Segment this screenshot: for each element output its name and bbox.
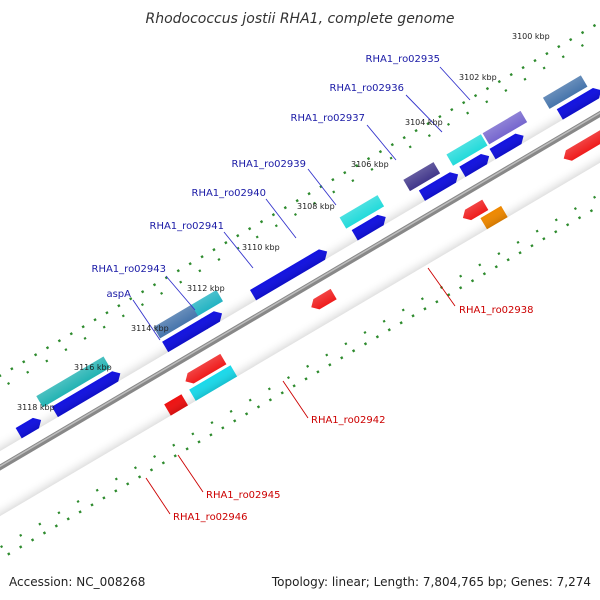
gene-label[interactable]: RHA1_ro02935 (366, 54, 441, 65)
leader-line (223, 231, 254, 269)
tick-label: 3100 kbp (512, 32, 550, 41)
tick-label: 3116 kbp (74, 363, 112, 372)
genome-backbone (0, 11, 600, 524)
gene-label[interactable]: RHA1_ro02943 (92, 264, 167, 275)
feature-shading (0, 0, 600, 510)
gene-label[interactable]: RHA1_ro02937 (291, 113, 366, 124)
gene-labels-top: RHA1_ro02935 RHA1_ro02936 RHA1_ro02937 R… (92, 54, 441, 300)
tick-label: 3108 kbp (297, 202, 335, 211)
leader-line (366, 124, 397, 161)
gene-labels-bottom: RHA1_ro02938 RHA1_ro02942 RHA1_ro02945 R… (173, 305, 534, 523)
tick-label: 3118 kbp (17, 403, 55, 412)
gene-label[interactable]: RHA1_ro02945 (206, 490, 281, 501)
accession-text: Accession: NC_008268 (9, 575, 145, 589)
gene-label[interactable]: RHA1_ro02942 (311, 415, 386, 426)
gene-label[interactable]: RHA1_ro02936 (330, 83, 405, 94)
feature-shading (0, 26, 600, 558)
leader-line (427, 267, 456, 307)
leader-line (177, 454, 204, 493)
tick-label: 3114 kbp (131, 324, 169, 333)
leader-line (265, 198, 297, 239)
leader-line (405, 94, 443, 133)
leader-line (439, 66, 471, 101)
leader-line (145, 477, 171, 515)
tick-label: 3104 kbp (405, 118, 443, 127)
gene-label[interactable]: RHA1_ro02938 (459, 305, 534, 316)
leader-line (132, 299, 161, 341)
tick-label: 3112 kbp (187, 284, 225, 293)
genome-summary-text: Topology: linear; Length: 7,804,765 bp; … (271, 575, 591, 589)
leader-line (307, 168, 337, 206)
gene-label[interactable]: aspA (106, 289, 131, 300)
label-leaders (132, 66, 471, 515)
gene-label[interactable]: RHA1_ro02939 (232, 159, 307, 170)
gene-label[interactable]: RHA1_ro02946 (173, 512, 248, 523)
gene-label[interactable]: RHA1_ro02940 (192, 188, 267, 199)
map-title: Rhodococcus jostii RHA1, complete genome (145, 11, 454, 27)
leader-line (282, 380, 309, 419)
outer-ruler-bottom (0, 80, 600, 591)
leader-line (165, 275, 196, 311)
ruler-labels: 3100 kbp 3102 kbp 3104 kbp 3106 kbp 3108… (17, 32, 550, 412)
tick-label: 3106 kbp (351, 160, 389, 169)
outer-ruler-top (0, 0, 600, 455)
tick-label: 3102 kbp (459, 73, 497, 82)
genome-backbone-highlight (0, 12, 600, 522)
tick-label: 3110 kbp (242, 243, 280, 252)
gene-label[interactable]: RHA1_ro02941 (150, 221, 225, 232)
